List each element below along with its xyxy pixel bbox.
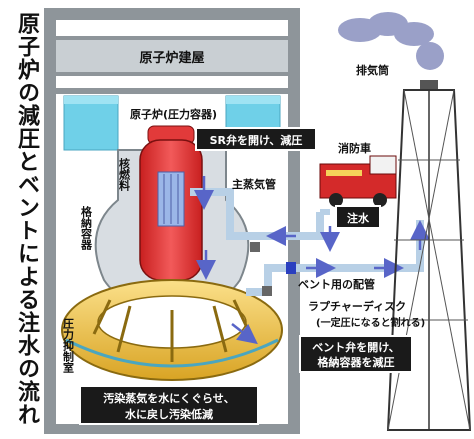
callout-scrub: 汚染蒸気を水にくぐらせ、 水に戻し汚染低減 [79,385,259,425]
smoke-cloud [338,12,444,70]
scrub-text-1: 汚染蒸気を水にくぐらせ、 [103,391,235,405]
flow-arrows [194,176,430,345]
scrub-text-2: 水に戻し汚染低減 [125,407,213,421]
exhaust-stack [386,80,472,431]
reactor-label: 原子炉(圧力容器) [130,107,217,121]
pressure-vessel [139,125,203,281]
building-label: 原子炉建屋 [139,50,204,66]
suppression-torus [61,279,283,381]
sr-valve-text: SR弁を開け、減圧 [210,133,303,147]
valves [250,242,296,296]
fuel-label: 核燃料 [118,157,132,192]
main-steam-label: 主蒸気管 [232,177,276,191]
stack-label: 排気筒 [356,63,389,77]
vent-valve-text-2: 格納容器を減圧 [318,355,395,369]
callout-sr-valve: SR弁を開け、減圧 [195,127,317,151]
fire-truck [319,155,397,207]
vent-pipe-label: ベント用の配管 [298,277,375,291]
callout-injection: 注水 [335,205,381,229]
callout-vent-valve: ベント弁を開け、 格納容器を減圧 [299,335,413,373]
diagram-title: 原子炉の減圧とベントによる注水の流れ [14,12,39,426]
rupture-disk-note: (一定圧になると割れる) [316,316,425,329]
rupture-disk-label: ラプチャーディスク [308,299,406,313]
fire-truck-label: 消防車 [338,141,371,155]
containment-label: 格納容器 [80,205,94,251]
injection-text: 注水 [347,211,370,225]
vent-valve-text-1: ベント弁を開け、 [312,340,399,354]
suppression-label: 圧力抑制室 [62,318,75,373]
